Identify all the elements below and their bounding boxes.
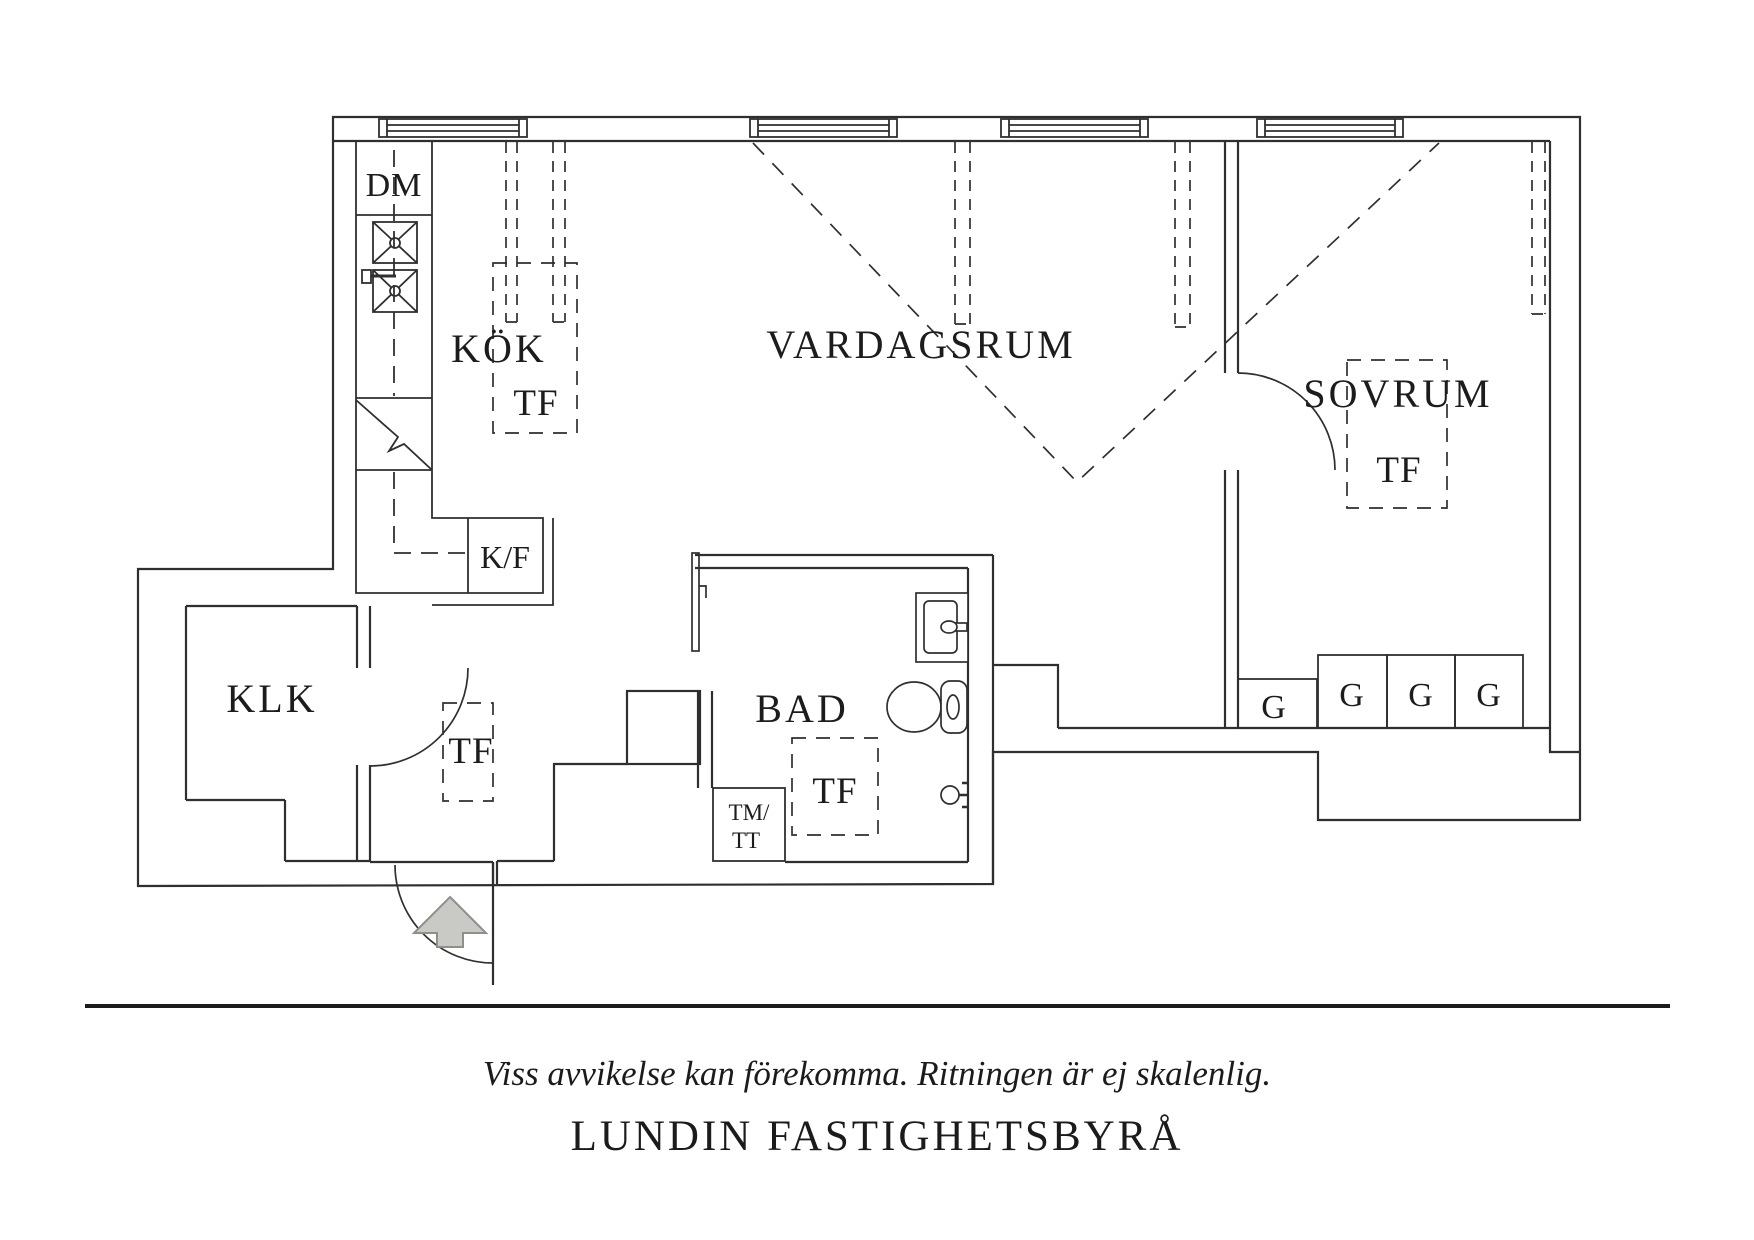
skylight-box-kitchen: [492, 262, 578, 434]
fridge-freezer-label: K/F: [480, 539, 530, 575]
counter-outer-offset: [432, 518, 554, 606]
klk-door-swing-arc: [369, 667, 469, 767]
bedroom-wall: [1223, 141, 1240, 727]
right-wall-inner: [1548, 141, 1580, 754]
toilet-icon: [886, 680, 968, 734]
skylight-label-kitchen: TF: [513, 383, 558, 424]
ceiling-lines: [442, 142, 1546, 836]
skylight-shaft-kitchen-a: [505, 142, 518, 323]
dishwasher-label: DM: [366, 167, 423, 204]
washer-label-line2: TT: [732, 828, 760, 853]
wardrobe-label-3: G: [1408, 677, 1434, 714]
kitchen-faucet-icon: [361, 269, 396, 284]
washer-dryer-box: [712, 787, 786, 862]
skylight-shaft-living-b: [1174, 142, 1191, 328]
corridor-wall-block: [993, 663, 1060, 728]
klk-inner-walls: [184, 604, 370, 863]
washer-label-line1: TM/: [729, 800, 771, 825]
counter-break-zigzag: [355, 399, 433, 471]
wardrobe-box-1: [1237, 678, 1318, 729]
sink-icon: [915, 592, 969, 663]
footer-divider-rule: [85, 1004, 1670, 1008]
window-3: [1000, 118, 1149, 138]
wardrobe-label-2: G: [1339, 677, 1365, 714]
skylight-shaft-bedroom: [1531, 142, 1546, 315]
shower-mixer-icon: [940, 781, 968, 809]
labels: DM KÖK TF VARDAGSRUM SOVRUM TF KLK TF BA…: [226, 167, 1502, 853]
skylight-box-bathroom: [791, 737, 879, 836]
skylight-box-bedroom: [1346, 359, 1448, 509]
room-label-bedroom: SOVRUM: [1303, 371, 1492, 416]
storage-boxes: [712, 654, 1524, 862]
wardrobe-box-4: [1454, 654, 1524, 729]
entrance-arrow-icon: [411, 895, 489, 948]
walls: [136, 115, 1582, 888]
windows: [378, 118, 1404, 138]
window-4: [1256, 118, 1404, 138]
entry-door-swing-arc: [394, 864, 494, 964]
counter-centerline: [393, 150, 466, 554]
footer-brand: LUNDIN FASTIGHETSBYRÅ: [570, 1113, 1184, 1160]
bathroom-sliding-door: [691, 552, 707, 652]
wardrobe-label-4: G: [1476, 677, 1502, 714]
klk-hall-wall: [355, 606, 372, 861]
skylight-box-hall: [442, 702, 494, 802]
bathroom-fixtures: [886, 592, 969, 809]
structural-block: [625, 689, 702, 766]
hall-step-outline: [552, 762, 627, 861]
room-label-closet: KLK: [226, 676, 317, 721]
hall-bottom-wall: [370, 859, 554, 884]
ceiling-height-line: [752, 142, 1440, 484]
window-1: [378, 118, 528, 138]
doors: [369, 372, 1336, 985]
room-label-bathroom: BAD: [755, 686, 848, 731]
skylight-shaft-living-a: [954, 142, 971, 325]
kitchen-sink-icon: [372, 221, 418, 313]
bedroom-door-swing-arc: [1237, 372, 1336, 471]
bathroom-right-wall: [966, 555, 995, 884]
bathroom-left-wall: [696, 691, 714, 788]
wardrobe-label-1: G: [1261, 689, 1287, 726]
window-2: [749, 118, 898, 138]
building-outline: [136, 115, 1582, 888]
skylight-label-bedroom: TF: [1376, 450, 1421, 491]
room-label-living: VARDAGSRUM: [766, 322, 1075, 367]
skylight-shaft-kitchen-b: [552, 142, 566, 323]
kitchen-counter: [355, 140, 554, 606]
bathroom-top-wall: [695, 553, 993, 570]
footer-disclaimer: Viss avvikelse kan förekomma. Ritningen …: [482, 1054, 1272, 1093]
counter-outline: [355, 140, 544, 594]
skylight-label-hall: TF: [448, 731, 493, 772]
skylight-label-bathroom: TF: [812, 771, 857, 812]
room-label-kitchen: KÖK: [451, 326, 547, 371]
